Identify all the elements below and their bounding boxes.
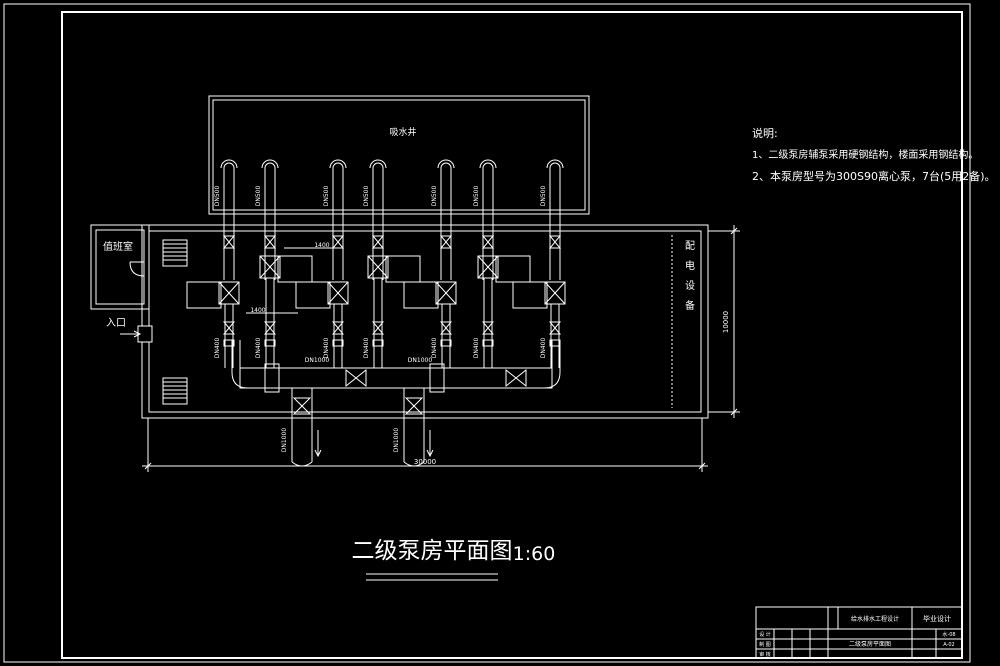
drawing-title: 二级泵房平面图: [352, 538, 513, 564]
suction-pipe-label: DN500: [363, 186, 370, 207]
notes-line-1: 1、二级泵房辅泵采用硬钢结构，楼面采用钢结构。: [752, 148, 978, 161]
title-block-drawing-name: 二级泵房平面图: [849, 640, 891, 648]
outer-frame: [3, 3, 971, 663]
suction-pipe-label: DN500: [323, 186, 330, 207]
header-label-2: DN1000: [408, 357, 433, 364]
outlet-label-2: DN1000: [393, 428, 400, 453]
drawing-scale: 1:60: [513, 543, 556, 565]
suction-pipe-label: DN500: [214, 186, 221, 207]
duty-room-label: 值班室: [103, 240, 133, 253]
header-label-1: DN1000: [305, 357, 330, 364]
stairs-bottom: [162, 377, 188, 405]
inner-frame: [61, 11, 963, 659]
suction-well-label: 吸水井: [389, 126, 416, 138]
discharge-pipe-label: DN400: [363, 338, 370, 359]
title-block-row-3: 审 核: [759, 651, 771, 658]
suction-pipe-label: DN500: [431, 186, 438, 207]
entrance-label: 入口: [106, 318, 126, 329]
dimension-length-label: 30000: [414, 458, 436, 466]
title-block-drawing-no: 水-08: [942, 631, 955, 638]
title-block-row-2: 制 图: [759, 641, 771, 648]
outlet-pipe-2: DN1000: [393, 388, 434, 467]
title-block-sheet: A-02: [943, 642, 954, 648]
suction-pipe-label: DN500: [255, 186, 262, 207]
title-block: 给水排水工程设计 二级泵房平面图 毕业设计 设 计 制 图 审 核 水-08 A…: [755, 606, 963, 659]
discharge-pipe-label: DN400: [431, 338, 438, 359]
discharge-header: DN1000 DN1000: [231, 340, 561, 393]
header-valve-2: [505, 368, 527, 388]
discharge-pipe-label: DN400: [323, 338, 330, 359]
outlet-label-1: DN1000: [281, 428, 288, 453]
suction-pipe-label: DN500: [540, 186, 547, 207]
discharge-pipe-label: DN400: [540, 338, 547, 359]
dimension-width-label: 10000: [722, 311, 730, 333]
dimension-pump-spacing: 1400 1400: [246, 242, 340, 314]
dimension-width: 10000: [708, 225, 740, 418]
dimension-pump-offset-label: 1400: [250, 307, 265, 314]
electrical-room-label: 配电设备: [683, 240, 695, 320]
title-block-project: 给水排水工程设计: [851, 615, 899, 623]
notes-heading: 说明:: [752, 126, 778, 140]
outlet-pipe-1: DN1000: [281, 388, 322, 467]
discharge-pipe-label: DN400: [214, 338, 221, 359]
discharge-pipe-label: DN400: [255, 338, 262, 359]
duty-room: 值班室: [90, 224, 150, 310]
electrical-room: 配电设备: [671, 235, 695, 408]
pump-units: DN500DN400DN500DN400DN500DN400DN500DN400…: [186, 159, 566, 368]
drawing-title-group: 二级泵房平面图 1:60: [352, 538, 556, 581]
title-block-stage: 毕业设计: [923, 614, 951, 623]
design-notes: 说明: 1、二级泵房辅泵采用硬钢结构，楼面采用钢结构。 2、本泵房型号为300S…: [752, 126, 996, 183]
entrance: 入口: [106, 318, 153, 343]
title-block-row-1: 设 计: [759, 631, 771, 638]
pump-room-walls: [141, 224, 709, 419]
dimension-pump-spacing-label: 1400: [314, 242, 329, 249]
dimension-length: 30000: [142, 418, 708, 472]
header-valve-1: [345, 368, 367, 388]
notes-line-2: 2、本泵房型号为300S90离心泵，7台(5用2备)。: [752, 169, 996, 183]
stairs-top: [162, 239, 188, 267]
suction-pipe-label: DN500: [473, 186, 480, 207]
suction-well: 吸水井: [208, 95, 590, 215]
discharge-pipe-label: DN400: [473, 338, 480, 359]
